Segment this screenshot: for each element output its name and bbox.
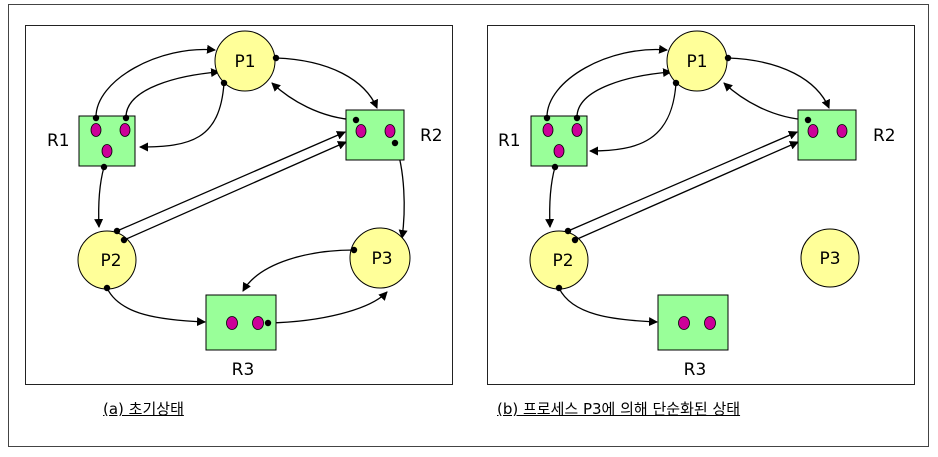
resource-b-r3 xyxy=(657,294,729,351)
resource-label-a-r3: R3 xyxy=(232,360,255,380)
edge-a-p2-r3 xyxy=(106,287,206,327)
edge-a-p2-r2-b xyxy=(123,141,347,241)
edge-b-p2-r2-b xyxy=(574,141,799,241)
edge-a-p1-r1 xyxy=(139,82,225,152)
resource-a-r1 xyxy=(78,115,136,167)
resource-label-b-r3: R3 xyxy=(684,360,707,380)
edge-a-r3-p3 xyxy=(267,291,388,324)
edge-a-r1-p2 xyxy=(94,166,105,228)
resource-label-b-r1: R1 xyxy=(498,131,521,151)
edge-b-r1-p1-inner xyxy=(576,68,672,119)
process-label-b-p2: P2 xyxy=(552,251,573,271)
resource-a-r3 xyxy=(205,294,277,351)
resource-b-r1 xyxy=(530,115,588,167)
edge-b-p2-r2-a xyxy=(567,131,798,232)
process-label-b-p1: P1 xyxy=(686,52,707,72)
outer-frame xyxy=(8,4,929,447)
caption-simplified-state: (b) 프로세스 P3에 의해 단순화된 상태 xyxy=(497,400,741,418)
process-label-a-p3: P3 xyxy=(371,249,392,269)
resource-label-b-r2: R2 xyxy=(873,126,896,146)
caption-initial-state: (a) 초기상태 xyxy=(103,400,184,418)
edge-b-r2-p1 xyxy=(723,82,809,121)
process-b-p3 xyxy=(800,228,860,288)
edge-b-r1-p1-outer xyxy=(546,44,668,119)
process-label-a-p1: P1 xyxy=(234,52,255,72)
edge-a-r2-p1 xyxy=(271,82,357,121)
edge-a-p1-r2 xyxy=(275,57,378,109)
edge-a-r1-p1-outer xyxy=(95,44,216,119)
edge-b-r1-p2 xyxy=(545,166,556,228)
edge-b-p2-r3 xyxy=(558,287,658,327)
edge-b-p1-r2 xyxy=(727,57,830,109)
process-label-a-p2: P2 xyxy=(100,251,121,271)
edge-b-p1-r1 xyxy=(589,82,677,156)
graph-b: P1 P2 P3 R1 R2 R3 xyxy=(498,30,896,380)
edge-a-p3-r3 xyxy=(242,249,355,292)
process-label-b-p3: P3 xyxy=(819,249,840,269)
process-a-p3 xyxy=(349,227,411,289)
resource-label-a-r1: R1 xyxy=(47,131,70,151)
edge-a-r1-p1-inner xyxy=(125,68,220,119)
resource-label-a-r2: R2 xyxy=(420,126,443,146)
graph-a: P1 P2 P3 R1 R2 R3 xyxy=(47,30,443,380)
edge-a-p2-r2-a xyxy=(116,131,346,232)
